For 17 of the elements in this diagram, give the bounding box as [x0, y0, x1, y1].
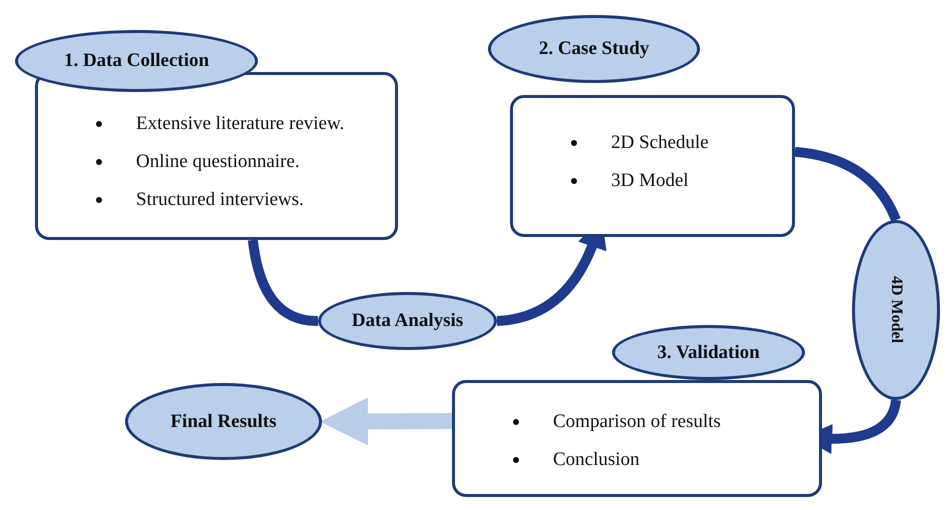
content-box: [510, 95, 795, 237]
bullet-item: Conclusion: [553, 449, 640, 471]
content-box: [35, 72, 398, 240]
bullet-item: Structured interviews.: [136, 189, 304, 211]
bullet-item: Extensive literature review.: [136, 113, 344, 135]
bullet-item: Comparison of results: [553, 411, 721, 433]
ellipse-text: 4D Model: [887, 276, 905, 344]
bullet-item: 3D Model: [611, 170, 689, 192]
bullet-item: 2D Schedule: [611, 132, 709, 154]
curved-arrow: [320, 397, 452, 446]
ellipse-text: 3. Validation: [657, 342, 760, 364]
ellipse-text: Data Analysis: [352, 310, 464, 332]
ellipse-text: 1. Data Collection: [64, 50, 210, 72]
content-box: [452, 380, 822, 497]
ellipse-text: 2. Case Study: [538, 38, 650, 60]
ellipse-text: Final Results: [170, 410, 277, 432]
bullet-item: Online questionnaire.: [136, 151, 300, 173]
